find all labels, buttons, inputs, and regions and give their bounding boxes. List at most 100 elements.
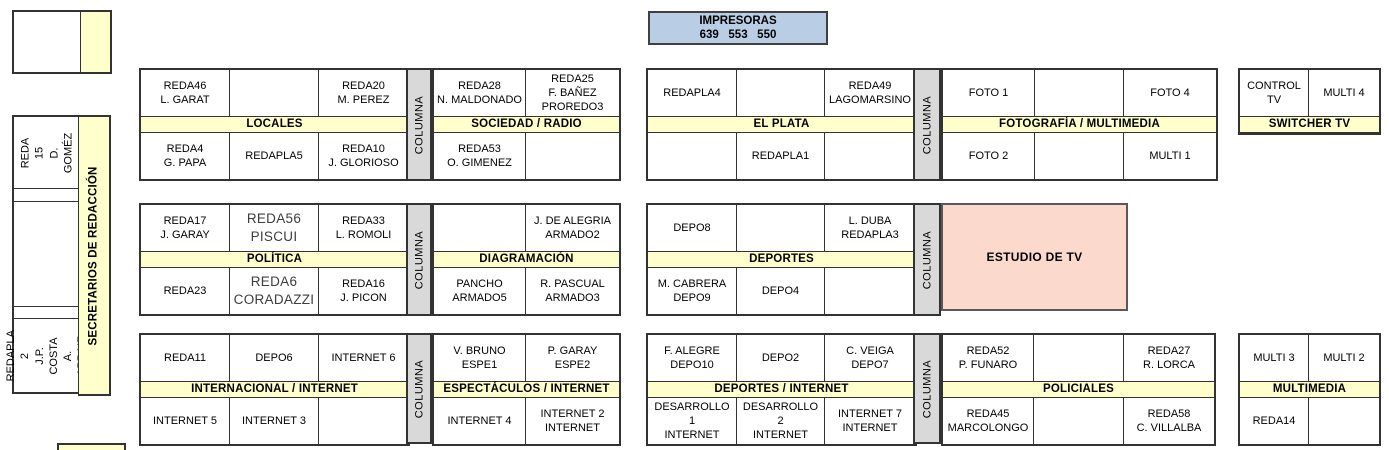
desk-cell: INTERNET 4 <box>434 398 526 444</box>
desk-cell <box>648 133 737 179</box>
desk-cell: INTERNET 7 INTERNET <box>838 407 902 434</box>
desk-cell: REDAPLA4 <box>648 70 737 116</box>
legend-yellow-area <box>81 12 110 72</box>
desk-cell <box>1034 335 1124 381</box>
desk-cell: REDA17 J. GARAY <box>141 205 230 251</box>
section-header: EL PLATA <box>648 116 915 133</box>
desk-row: FOTO 1 FOTO 4 <box>943 70 1216 116</box>
columna-label: COLUMNA <box>921 230 934 289</box>
desk-cell: C. VEIGA DEPO7 <box>846 344 894 371</box>
desk-cell: REDA16 J. PICON <box>340 277 387 304</box>
desk-cell: REDA53 O. GIMENEZ <box>434 133 526 179</box>
desk-cell <box>825 133 915 179</box>
desk-cell: REDAPLA 2 J.P. COSTA A. APRAIZ <box>5 319 88 392</box>
desk-cell: INTERNET 2 INTERNET <box>540 407 605 434</box>
desk-cell: F. ALEGRE DEPO10 <box>648 335 737 381</box>
section-header: POLICIALES <box>943 381 1214 398</box>
section-header: SOCIEDAD / RADIO <box>434 116 619 133</box>
desk-cell: J. DE ALEGRIA ARMADO2 <box>533 214 612 241</box>
desk-cell: P. GARAY ESPE2 <box>547 344 598 371</box>
desk-cell: DESARROLLO 2 INTERNET <box>737 398 825 444</box>
desk-cell: MULTI 2 <box>1323 351 1365 364</box>
desk-cell <box>434 205 526 251</box>
desk-cell: FOTO 1 <box>943 70 1035 116</box>
desk-row: REDA53 O. GIMENEZ <box>434 133 619 179</box>
desk-cell <box>1035 70 1124 116</box>
desk-cell <box>1034 398 1124 444</box>
desk-cell: DEPO8 <box>648 205 737 251</box>
desk-cell: REDA45 MARCOLONGO <box>943 398 1034 444</box>
printers-numbers: 639 553 550 <box>699 29 777 41</box>
desk-cell: REDA11 <box>141 335 230 381</box>
desk-cell: M. CABRERA DEPO9 <box>648 268 737 314</box>
desk-cell <box>1309 398 1379 444</box>
columna-label: COLUMNA <box>413 230 426 289</box>
section-header: DIAGRAMACIÓN <box>434 251 619 268</box>
desk-cell: R. PASCUAL ARMADO3 <box>540 277 605 304</box>
columna-label: COLUMNA <box>413 359 426 418</box>
desk-row: REDA14 <box>1240 398 1379 444</box>
desk-cell: REDA56 PISCUI <box>230 205 319 251</box>
desk-cell: REDA23 <box>141 268 230 314</box>
secretaries-desk-strip: REDA 15 D. GOMÉZ REDAPLA 2 J.P. COSTA A.… <box>5 115 89 394</box>
section-header: MULTIMEDIA <box>1240 381 1379 398</box>
desk-cell <box>14 202 80 307</box>
desk-cell: INTERNET 6 <box>331 351 396 364</box>
columna-bar: COLUMNA <box>913 333 941 444</box>
columna-label: COLUMNA <box>921 95 934 154</box>
desk-cell <box>1035 133 1124 179</box>
studio-tv-label: ESTUDIO DE TV <box>986 250 1083 264</box>
section-header: FOTOGRAFÍA / MULTIMEDIA <box>943 116 1216 133</box>
legend-white-area <box>14 12 81 72</box>
desk-cell: INTERNET 5 <box>141 398 230 444</box>
desk-cell: REDA33 L. ROMOLI <box>335 214 392 241</box>
printers-title: IMPRESORAS <box>699 14 777 27</box>
desk-cell <box>14 189 80 202</box>
legend-box <box>12 10 112 74</box>
desk-row: INTERNET 4 INTERNET 2 INTERNET <box>434 398 619 444</box>
columna-label: COLUMNA <box>413 95 426 154</box>
columna-bar: COLUMNA <box>913 203 941 316</box>
desk-cell: REDA 15 D. GOMÉZ <box>14 117 80 189</box>
desk-cell: REDA46 L. GARAT <box>141 70 230 116</box>
desk-cell: V. BRUNO ESPE1 <box>434 335 526 381</box>
columna-bar: COLUMNA <box>406 68 432 181</box>
desk-cell: REDAPLA5 <box>230 133 319 179</box>
desk-cell <box>737 70 825 116</box>
desk-cell: REDA28 N. MALDONADO <box>434 70 526 116</box>
desk-cell: FOTO 4 <box>1150 86 1190 99</box>
section-header: SWITCHER TV <box>1240 116 1379 133</box>
printers-box: IMPRESORAS 639 553 550 <box>648 11 828 45</box>
section-header: DEPORTES <box>648 251 915 268</box>
desk-cell: DESARROLLO 1 INTERNET <box>648 398 737 444</box>
desk-cell: REDA20 M. PEREZ <box>337 79 390 106</box>
section-header: LOCALES <box>141 116 408 133</box>
secretaries-label: SECRETARIOS DE REDACCIÓN <box>87 165 100 346</box>
desk-label: REDA 15 D. GOMÉZ <box>19 132 75 173</box>
section-header: DEPORTES / INTERNET <box>648 381 915 398</box>
desk-cell: REDA14 <box>1240 398 1309 444</box>
